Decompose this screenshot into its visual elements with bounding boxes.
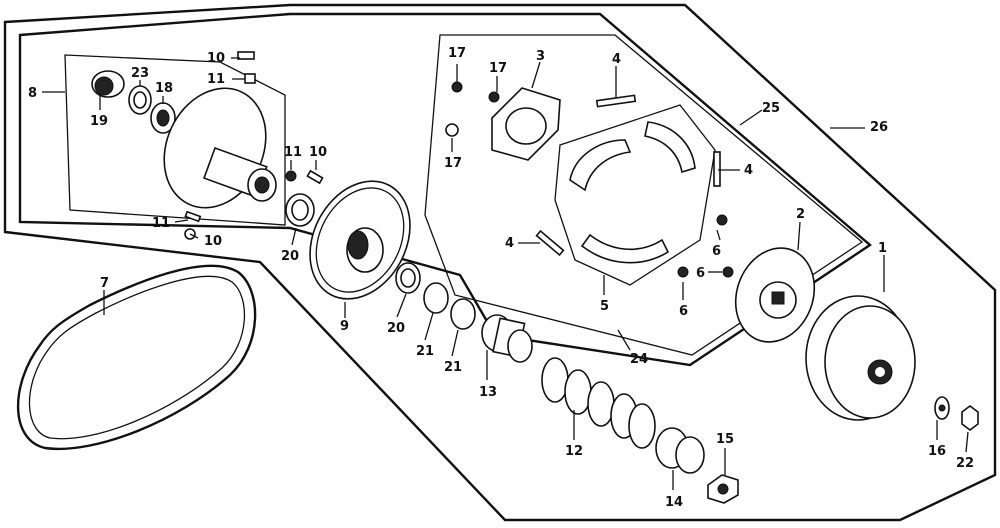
part-18-bearing	[150, 102, 176, 134]
callout-9: 9	[340, 319, 349, 334]
callout-11-top: 11	[207, 72, 225, 87]
drive-face-plate	[163, 87, 277, 209]
callout-6-c: 6	[679, 304, 688, 319]
callout-6-a: 6	[712, 244, 721, 259]
part-15-nut	[707, 474, 739, 504]
part-17-bolt-b	[488, 91, 500, 103]
callout-11-bottom: 11	[152, 216, 170, 231]
callout-20-upper: 20	[281, 249, 299, 264]
callout-4-left: 4	[505, 236, 514, 251]
callout-15: 15	[716, 432, 734, 447]
part-4-spring-top	[595, 94, 637, 108]
part-13-collar	[481, 314, 533, 363]
part-4-spring-left	[535, 229, 565, 257]
part-1-clutch-bell	[805, 295, 916, 421]
group-boundary-24	[18, 12, 872, 367]
part-3-plate	[491, 87, 561, 161]
callout-8: 8	[28, 86, 37, 101]
callout-1: 1	[878, 241, 887, 256]
callout-10-bottom: 10	[204, 234, 222, 249]
part-17-bolt-c	[445, 123, 459, 137]
part-2-drive-plate	[734, 247, 816, 343]
part-6-pin-a	[716, 214, 728, 226]
part-21-ring-b	[450, 298, 476, 330]
part-12-spring	[541, 357, 656, 449]
callout-20-lower: 20	[387, 321, 405, 336]
callout-7: 7	[100, 276, 109, 291]
callout-labels: 1 2 3 4 4 4 5 6 6 6 7 8 9 10 10 10 11 11…	[28, 46, 974, 510]
callout-10-top: 10	[207, 51, 225, 66]
callout-17-b: 17	[489, 61, 507, 76]
fastener-11-bottom	[184, 210, 202, 223]
part-9-driven-face	[309, 180, 411, 300]
part-23-washer	[128, 85, 152, 115]
part-22-nut	[961, 405, 979, 431]
callout-18: 18	[155, 81, 173, 96]
fastener-10-top	[237, 51, 255, 60]
callout-17-c: 17	[444, 156, 462, 171]
group-boundary-8	[64, 54, 286, 226]
leader-lines	[42, 57, 969, 490]
callout-11-right: 11	[284, 145, 302, 160]
callout-6-b: 6	[696, 266, 705, 281]
part-17-bolt-a	[451, 81, 463, 93]
callout-17-a: 17	[448, 46, 466, 61]
assembly-boundary-26	[3, 3, 997, 522]
callout-16: 16	[928, 444, 946, 459]
group-boundary-25	[424, 34, 864, 356]
fastener-11-right	[285, 170, 297, 182]
callout-13: 13	[479, 385, 497, 400]
part-14-sleeve	[655, 427, 705, 474]
callout-22: 22	[956, 456, 974, 471]
callout-26: 26	[870, 120, 888, 135]
callout-12: 12	[565, 444, 583, 459]
part-20-ring-upper	[285, 193, 315, 227]
callout-24: 24	[630, 352, 648, 367]
part-16-washer	[934, 396, 950, 420]
callout-25: 25	[762, 101, 780, 116]
callout-5: 5	[600, 299, 609, 314]
part-20-ring-lower	[395, 262, 421, 294]
callout-4-top: 4	[612, 52, 621, 67]
part-6-pin-b	[722, 266, 734, 278]
callout-2: 2	[796, 207, 805, 222]
part-21-ring-a	[423, 282, 449, 314]
part-4-spring-right	[713, 151, 721, 187]
fastener-10-right	[306, 169, 324, 185]
part-19-collar	[91, 70, 125, 98]
part-6-pin-c	[677, 266, 689, 278]
callout-14: 14	[665, 495, 683, 510]
callout-4-right: 4	[744, 163, 753, 178]
fastener-11-top	[244, 73, 256, 84]
part-7-belt	[16, 264, 257, 451]
callout-19: 19	[90, 114, 108, 129]
part-5-clutch-shoes	[554, 104, 716, 286]
callout-3: 3	[536, 49, 545, 64]
callout-10-right: 10	[309, 145, 327, 160]
callout-23: 23	[131, 66, 149, 81]
callout-21-a: 21	[416, 344, 434, 359]
callout-21-b: 21	[444, 360, 462, 375]
